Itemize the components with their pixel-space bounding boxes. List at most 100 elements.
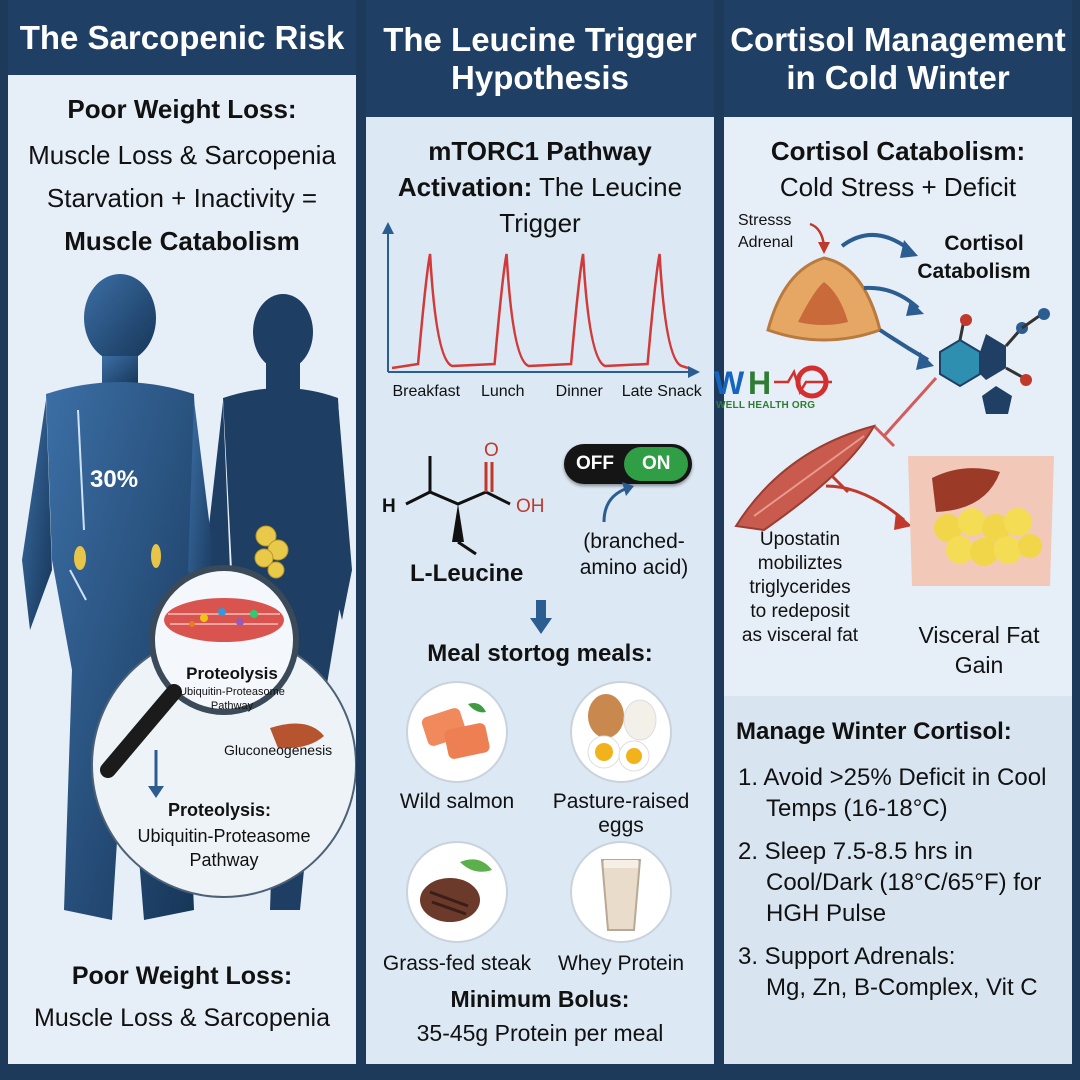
magnifier-title: Proteolysis [186, 664, 278, 683]
food-eggs-label-line1: Pasture-raised [552, 790, 690, 813]
bolus-text: 35-45g Protein per meal [416, 1020, 664, 1046]
atom-h: H [382, 496, 396, 517]
line-starvation: Starvation + Inactivity = [46, 183, 318, 213]
list-item-2-line3: HGH Pulse [766, 900, 887, 927]
subtitle-line1: mTORC1 Pathway [428, 136, 652, 166]
svg-text:H: H [748, 365, 771, 400]
list-item-3-line1: 3. Support Adrenals: [738, 943, 956, 970]
upostatin-line4: to redeposit [750, 601, 850, 622]
muscle-arrow-line [77, 409, 85, 531]
percent-label: 30% [90, 466, 139, 493]
food-whey-label: Whey Protein [557, 952, 685, 975]
manage-title: Manage Winter Cortisol: [736, 718, 1012, 745]
magnifier-handle [100, 684, 182, 778]
column-sarcopenic-risk: The Sarcopenic Risk Poor Weight Loss: Mu… [8, 0, 356, 1064]
upostatin-line2: mobiliztes [757, 553, 843, 574]
atom-o: O [484, 440, 499, 461]
visceral-fat-icon [908, 456, 1054, 586]
list-item-1-line1: 1. Avoid >25% Deficit in Cool [738, 764, 1047, 791]
manage-cortisol-panel [724, 696, 1072, 1064]
x-tick-label: Breakfast [392, 383, 460, 400]
bolus-title: Minimum Bolus: [450, 986, 630, 1012]
well-health-org-logo: W H WELL HEALTH ORG [714, 364, 840, 414]
steak-icon [406, 841, 508, 943]
list-item-2-line2: Cool/Dark (18°C/65°F) for [766, 869, 1042, 896]
title-line2: Hypothesis [451, 58, 629, 96]
toggle-off-label: OFF [576, 453, 614, 474]
x-tick-label: Lunch [481, 383, 525, 400]
fat-deposit [74, 546, 86, 570]
upostatin-line3: triglycerides [749, 577, 851, 598]
pulse-series-line [391, 253, 689, 370]
eggs-icon [570, 681, 672, 783]
logo-mark-icon: W H [714, 365, 832, 401]
food-salmon-label: Wild salmon [399, 790, 515, 813]
bcaa-line1: (branched- [583, 530, 685, 553]
subtitle-bold: Activation: [397, 172, 533, 202]
molecule-label: L-Leucine [410, 560, 524, 587]
x-tick-label: Dinner [556, 383, 604, 400]
subtitle-line3: Trigger [499, 208, 581, 238]
svg-text:W: W [714, 365, 745, 400]
magnifier-sub2: Pathway [210, 700, 254, 712]
magnifier-sub1: Ubiquitin-Proteasome [179, 686, 285, 698]
visceral-label-line1: Visceral Fat [918, 622, 1040, 648]
subtitle-rest: The Leucine [532, 172, 683, 202]
toggle-on-label: ON [642, 453, 671, 474]
logo-text: WELL HEALTH ORG [716, 400, 816, 411]
cortisol-diagram [734, 222, 1054, 586]
food-eggs-label-line2: eggs [598, 814, 644, 837]
muscle-fibers-icon [164, 598, 284, 642]
list-item-3-line2: Mg, Zn, B-Complex, Vit C [766, 974, 1038, 1001]
upostatin-line1: Upostatin [759, 529, 841, 550]
manage-list: 1. Avoid >25% Deficit in Cool Temps (16-… [738, 762, 1068, 1003]
cortisol-label-line1: Cortisol [944, 232, 1024, 255]
proteolysis-sub2: Pathway [189, 850, 259, 870]
human-figures-illustration [22, 274, 356, 920]
list-item-2-line1: 2. Sleep 7.5-8.5 hrs in [738, 838, 973, 865]
cortisol-molecule-icon [939, 308, 1050, 414]
x-tick-label: Late Snack [622, 383, 703, 400]
stress-label-line2: Adrenal [738, 234, 794, 251]
food-steak-label: Grass-fed steak [382, 952, 532, 975]
title-line2: in Cold Winter [786, 58, 1010, 96]
meals-title: Meal stortog meals: [427, 640, 653, 667]
bcaa-line2: amino acid) [579, 556, 689, 579]
adrenal-gland-icon [766, 256, 882, 342]
subtitle-bold: Cortisol Catabolism: [770, 136, 1026, 166]
stress-label-line1: Stresss [738, 212, 792, 229]
line-catabolism: Muscle Catabolism [64, 226, 300, 256]
down-arrow-icon [530, 600, 552, 634]
line-muscle-loss: Muscle Loss & Sarcopenia [28, 140, 336, 170]
upostatin-line5: as visceral fat [741, 625, 859, 646]
curved-arrow-icon [602, 482, 634, 523]
proteolysis-title: Proteolysis: [168, 800, 272, 820]
title-line1: The Leucine Trigger [383, 20, 697, 58]
toggle-on-knob [624, 447, 688, 481]
whey-protein-icon [570, 841, 672, 943]
off-on-toggle: OFF ON [564, 444, 692, 484]
salmon-icon [406, 681, 508, 783]
cortisol-label-line2: Catabolism [917, 260, 1031, 283]
footer-sub: Muscle Loss & Sarcopenia [34, 1004, 330, 1032]
fat-cluster [254, 525, 289, 579]
footer-title: Poor Weight Loss: [71, 962, 293, 990]
subtitle-rest: Cold Stress + Deficit [779, 172, 1017, 202]
leucine-molecule-icon [405, 456, 511, 556]
title-line1: Cortisol Management [730, 20, 1066, 58]
visceral-label-line2: Gain [954, 652, 1004, 678]
subtitle-line2: Activation: The Leucine [366, 172, 714, 203]
subtitle: Poor Weight Loss: [67, 94, 297, 124]
proteolysis-sub1: Ubiquitin-Proteasome [137, 826, 311, 846]
column-title: The Sarcopenic Risk [8, 0, 356, 75]
leucine-pulse-chart: Breakfast Lunch Dinner Late Snack [382, 222, 703, 400]
upostatin-text: Upostatin mobiliztes triglycerides to re… [740, 528, 860, 648]
list-item-1-line2: Temps (16-18°C) [766, 795, 948, 822]
liver-icon [270, 723, 324, 749]
atom-oh: OH [516, 496, 545, 517]
